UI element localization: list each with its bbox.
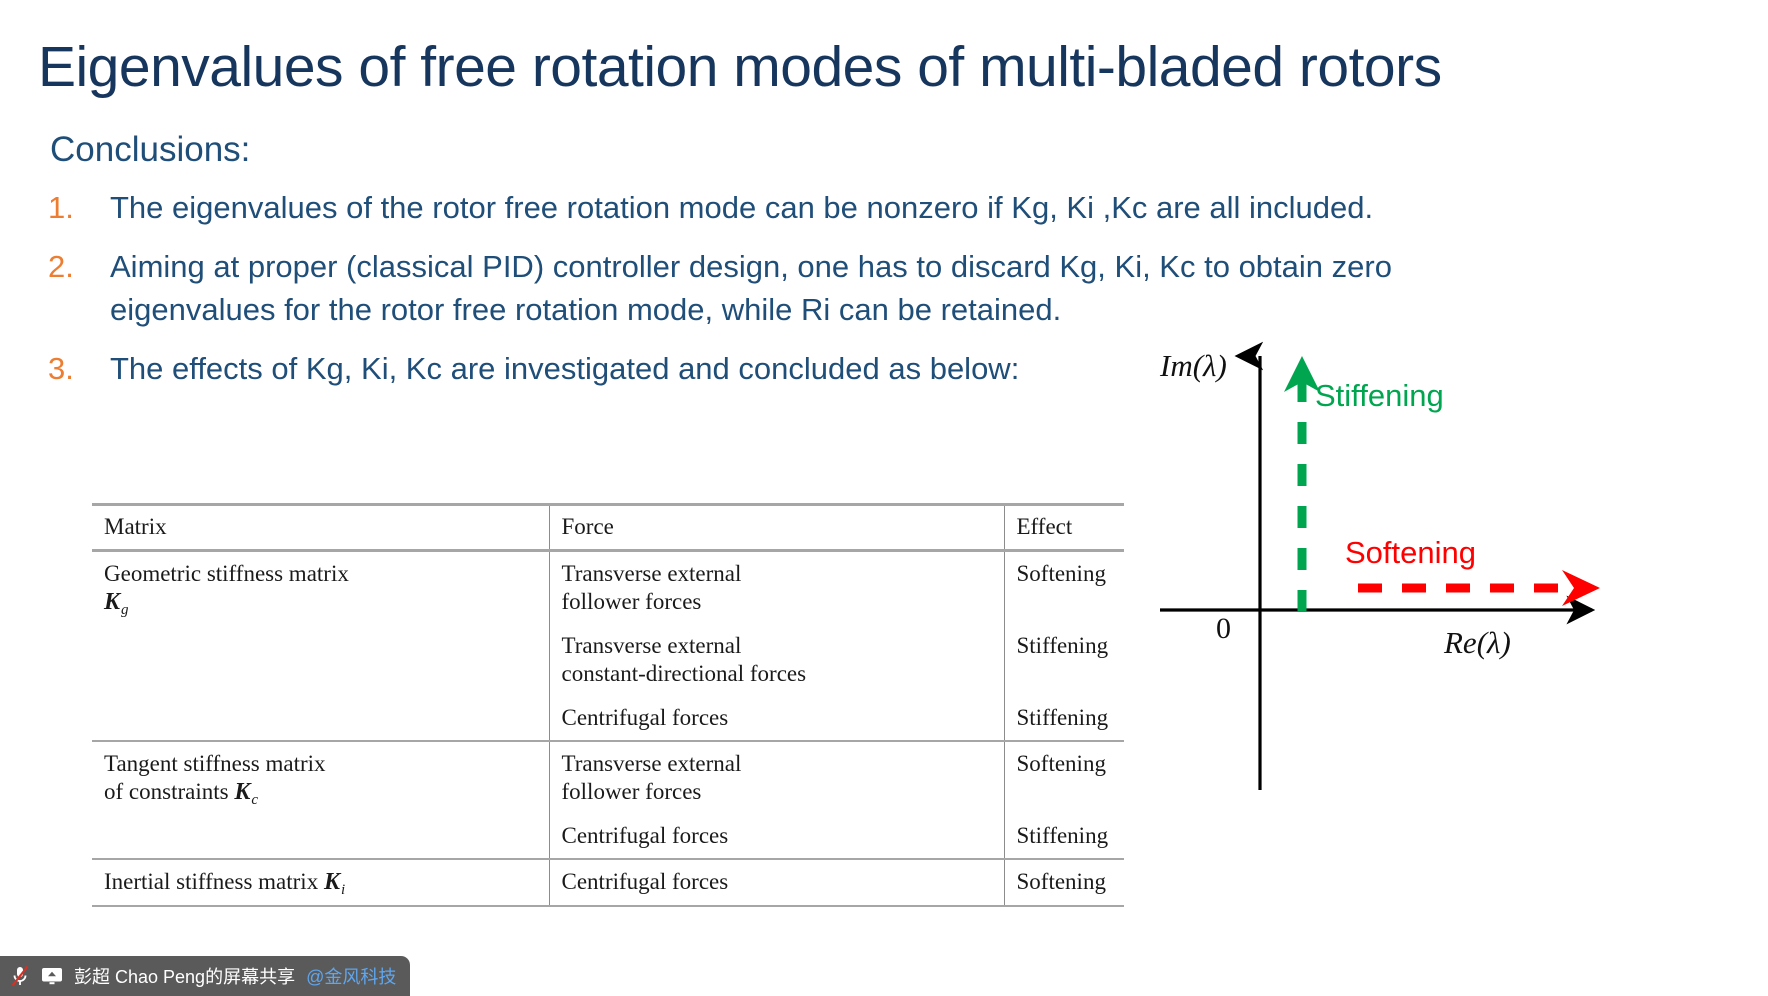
table-cell-matrix: Inertial stiffness matrix Ki: [92, 859, 549, 907]
screen-share-icon[interactable]: [41, 967, 63, 985]
force-line: follower forces: [561, 589, 702, 614]
table-cell-effect: Softening: [1003, 859, 1124, 907]
list-item-text: Aiming at proper (classical PID) control…: [110, 249, 1392, 327]
softening-arrow-head: [1562, 570, 1600, 606]
list-item-number: 2.: [48, 249, 74, 284]
page-title: Eigenvalues of free rotation modes of mu…: [38, 35, 1442, 99]
table-cell-force: Centrifugal forces: [548, 814, 1004, 860]
list-item: 1. The eigenvalues of the rotor free rot…: [48, 186, 1468, 229]
table-cell-matrix: Tangent stiffness matrix of constraints …: [92, 741, 549, 860]
stiffening-label: Stiffening: [1315, 378, 1444, 413]
share-banner-host: @金风科技: [306, 967, 397, 987]
list-item-number: 3.: [48, 351, 74, 386]
table-row: Tangent stiffness matrix of constraints …: [92, 741, 1124, 860]
real-axis-label: Re(λ): [1444, 625, 1511, 660]
conclusions-list: 1. The eigenvalues of the rotor free rot…: [48, 186, 1468, 406]
matrix-name: Geometric stiffness matrix: [104, 561, 349, 586]
force-line: Transverse external: [561, 633, 742, 658]
force-line: Centrifugal forces: [561, 823, 729, 848]
table-row: Transverse external constant-directional…: [92, 624, 1124, 696]
table-cell-effect: Softening: [1003, 550, 1124, 624]
matrix-name: Inertial stiffness matrix: [104, 869, 319, 894]
effects-table: Matrix Force Effect Geometric stiffness …: [92, 503, 1124, 907]
list-item-text: The effects of Kg, Ki, Kc are investigat…: [110, 351, 1020, 386]
table-header-force: Force: [548, 503, 1004, 552]
table-cell-force: Transverse external follower forces: [548, 741, 1004, 814]
share-banner-text: 彭超 Chao Peng的屏幕共享: [74, 967, 296, 987]
softening-label: Softening: [1345, 535, 1476, 570]
diagram-svg: [1160, 341, 1600, 790]
force-line: Transverse external: [561, 751, 742, 776]
table-cell-matrix: Geometric stiffness matrix Kg: [92, 550, 549, 742]
list-item: 2. Aiming at proper (classical PID) cont…: [48, 245, 1468, 331]
list-item: 3. The effects of Kg, Ki, Kc are investi…: [48, 347, 1468, 390]
matrix-symbol: Ki: [323, 869, 346, 898]
matrix-symbol: Kg: [104, 589, 129, 618]
table-header-matrix: Matrix: [92, 503, 549, 552]
table-cell-force: Centrifugal forces: [548, 696, 1004, 742]
table-row: Inertial stiffness matrix Ki Centrifugal…: [92, 859, 1124, 907]
table-cell-force: Centrifugal forces: [548, 859, 1004, 907]
eigenvalue-complex-plane-diagram: Im(λ) Re(λ) 0 Stiffening Softening: [1160, 330, 1760, 830]
table-cell-force: Transverse external constant-directional…: [548, 624, 1004, 696]
screen-share-banner[interactable]: 彭超 Chao Peng的屏幕共享 @金风科技: [0, 956, 411, 996]
force-line: constant-directional forces: [561, 661, 807, 686]
force-line: follower forces: [561, 779, 702, 804]
table-header-effect: Effect: [1003, 503, 1124, 552]
imaginary-axis-label: Im(λ): [1160, 348, 1227, 383]
table-row: Centrifugal forces Stiffening: [92, 696, 1124, 742]
table-row: Centrifugal forces Stiffening: [92, 814, 1124, 860]
force-line: Transverse external: [561, 561, 742, 586]
table-cell-effect: Softening: [1003, 741, 1124, 814]
conclusions-heading: Conclusions:: [50, 130, 251, 169]
matrix-symbol: Kc: [234, 779, 258, 808]
stiffening-arrow-head: [1284, 356, 1320, 392]
table-row: Geometric stiffness matrix Kg Transverse…: [92, 550, 1124, 742]
list-item-number: 1.: [48, 190, 74, 225]
microphone-muted-icon[interactable]: [10, 965, 30, 987]
table-header-row: Matrix Force Effect: [92, 503, 1124, 552]
table-cell-effect: Stiffening: [1003, 814, 1124, 860]
table-cell-effect: Stiffening: [1003, 624, 1124, 696]
matrix-name-2: of constraints Kc: [104, 779, 258, 808]
matrix-name: Tangent stiffness matrix: [104, 751, 326, 776]
force-line: Centrifugal forces: [561, 869, 729, 894]
list-item-text: The eigenvalues of the rotor free rotati…: [110, 190, 1374, 225]
table-cell-effect: Stiffening: [1003, 696, 1124, 742]
origin-label: 0: [1216, 612, 1231, 645]
force-line: Centrifugal forces: [561, 705, 729, 730]
table-cell-force: Transverse external follower forces: [548, 550, 1004, 624]
